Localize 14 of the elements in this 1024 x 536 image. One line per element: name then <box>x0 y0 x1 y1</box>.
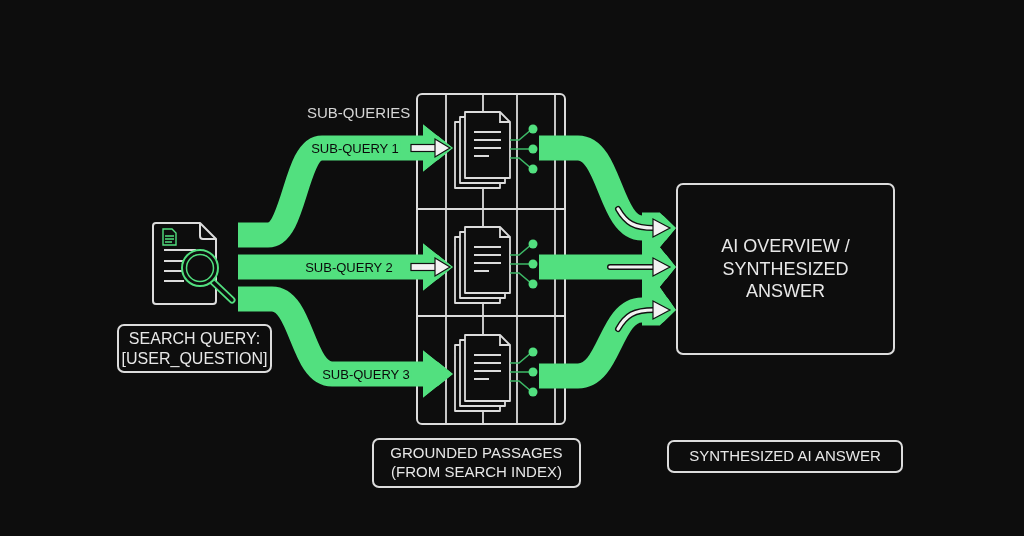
flow-arrow <box>238 286 453 398</box>
document-stack-icon <box>453 333 539 413</box>
flow-arrow <box>238 123 453 248</box>
query-text: SEARCH QUERY: [USER_QUESTION] <box>121 328 268 369</box>
result-text: AI OVERVIEW / SYNTHESIZED ANSWER <box>720 235 851 303</box>
caption-text: GROUNDED PASSAGES (FROM SEARCH INDEX) <box>389 444 564 482</box>
caption-text: SYNTHESIZED AI ANSWER <box>689 447 881 466</box>
caption-box <box>667 440 903 473</box>
result-box <box>676 183 895 355</box>
document-search-icon <box>150 220 238 306</box>
document-stack-icon <box>453 225 539 305</box>
caption-box <box>372 438 581 488</box>
section-label: SUB-QUERIES <box>307 104 411 122</box>
document-stack-icon <box>453 110 539 190</box>
